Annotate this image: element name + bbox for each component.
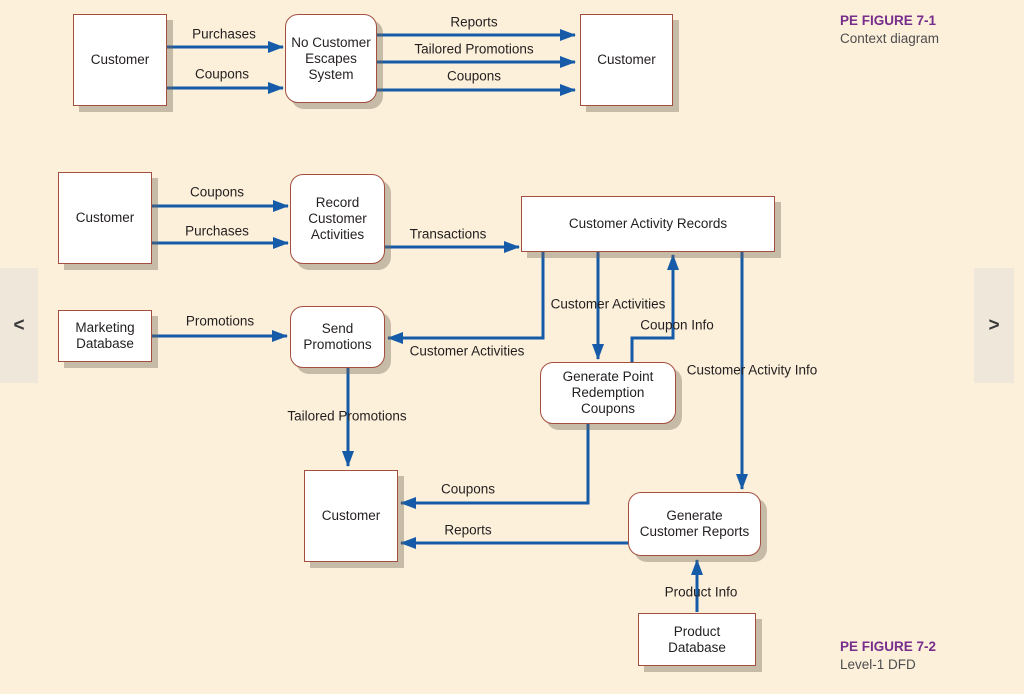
figure-7-2-caption-subtitle: Level-1 DFD — [840, 657, 916, 672]
figure-7-1-caption-title: PE FIGURE 7-1 — [840, 13, 937, 28]
figure-7-2-caption-title: PE FIGURE 7-2 — [840, 639, 937, 654]
figure-7-1-caption-subtitle: Context diagram — [840, 31, 940, 46]
flow-line — [400, 424, 590, 509]
prev-page-button[interactable]: < — [0, 268, 38, 383]
next-page-button[interactable]: > — [974, 268, 1014, 383]
chevron-right-icon[interactable]: > — [988, 314, 1000, 336]
figure-7-1-caption: PE FIGURE 7-1 Context diagram — [840, 12, 939, 48]
flow-line — [387, 252, 545, 344]
figure-7-2-caption: PE FIGURE 7-2 Level-1 DFD — [840, 638, 936, 674]
flow-line — [630, 254, 679, 362]
chevron-left-icon[interactable]: < — [13, 314, 25, 336]
